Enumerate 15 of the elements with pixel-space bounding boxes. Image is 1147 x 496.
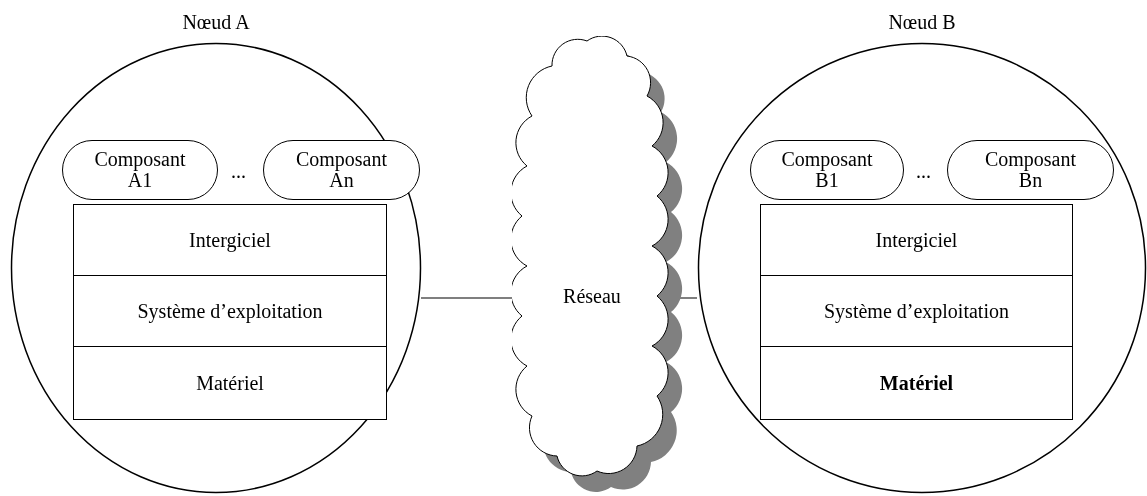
ellipsis-text: ... bbox=[231, 160, 246, 183]
node-title: Nœud A bbox=[182, 12, 250, 33]
node-title: Nœud B bbox=[888, 12, 956, 33]
layer-box: Matériel bbox=[73, 346, 387, 420]
layer-box: Système d’exploitation bbox=[760, 275, 1073, 348]
ellipsis-text: ... bbox=[916, 160, 931, 183]
component-pill: Composant Bn bbox=[947, 140, 1114, 200]
layer-box: Système d’exploitation bbox=[73, 275, 387, 348]
layer-box: Intergiciel bbox=[73, 204, 387, 277]
component-pill: Composant A1 bbox=[62, 140, 218, 200]
component-pill: Composant B1 bbox=[750, 140, 904, 200]
component-pill: Composant An bbox=[263, 140, 420, 200]
layer-box: Matériel bbox=[760, 346, 1073, 420]
layer-box: Intergiciel bbox=[760, 204, 1073, 277]
network-label: Réseau bbox=[562, 286, 622, 307]
